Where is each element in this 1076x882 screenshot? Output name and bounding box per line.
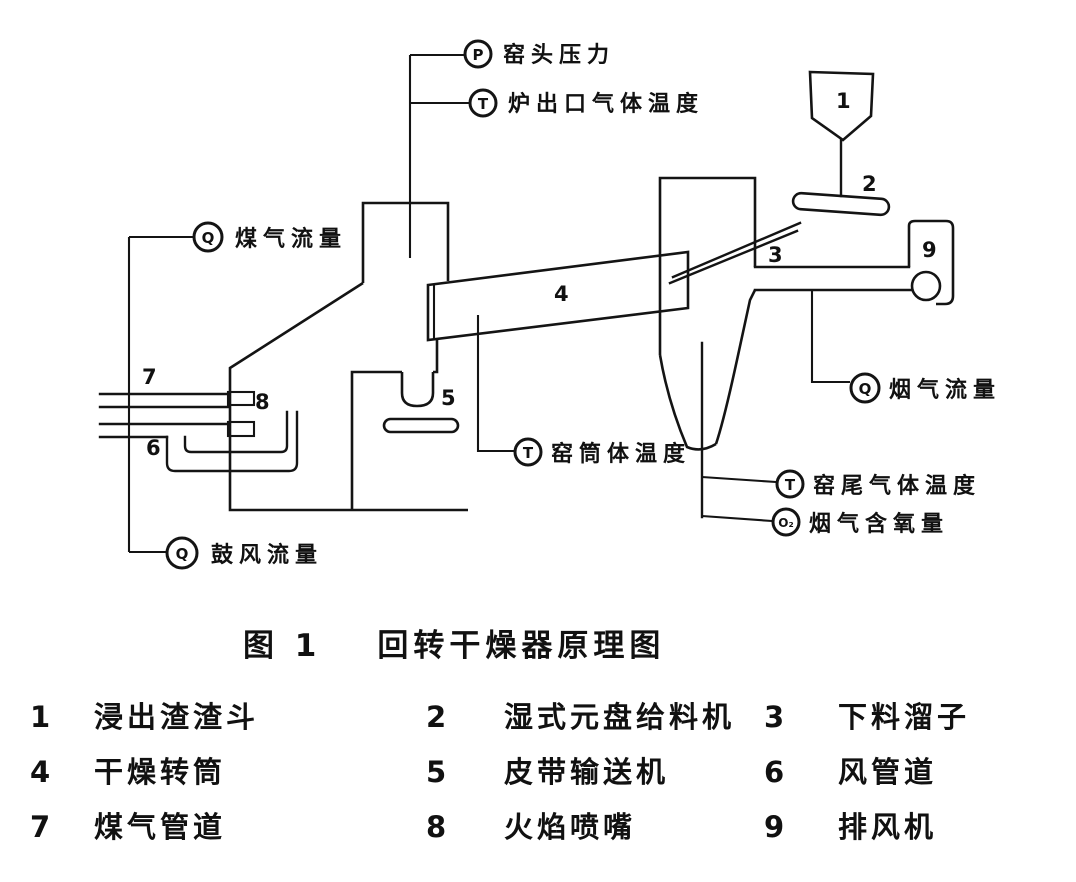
part-number-mark: 6	[146, 436, 161, 460]
part-number-mark: 9	[922, 238, 937, 262]
legend-part-label: 下料溜子	[838, 700, 971, 734]
instrument-circle-t	[775, 469, 805, 499]
gas-pipe-lines	[98, 392, 230, 409]
instrument-label: 窑头压力	[503, 42, 615, 68]
flame-nozzle-shape	[226, 390, 256, 438]
part-number-mark: 3	[768, 243, 783, 267]
legend-part-label: 湿式元盘给料机	[504, 700, 736, 734]
legend-part-number: 3	[764, 700, 785, 734]
part-number-mark: 7	[142, 365, 157, 389]
legend-part-number: 8	[426, 810, 447, 844]
instrument-symbol: O₂	[778, 516, 793, 530]
air-duct-lines	[98, 410, 299, 473]
instrument-label: 窑尾气体温度	[813, 473, 981, 499]
instrument-symbol: Q	[202, 229, 215, 247]
flue-duct-lines	[753, 265, 914, 292]
instrument-symbol: T	[785, 476, 796, 494]
part-number-mark: 1	[836, 89, 851, 113]
legend-part-number: 2	[426, 700, 447, 734]
instrument-symbol: Q	[859, 380, 872, 398]
cyclone-shape	[658, 176, 757, 519]
instrument-label: 烟气流量	[889, 377, 1001, 403]
instrument-label: 烟气含氧量	[809, 511, 949, 537]
legend-part-label: 皮带输送机	[504, 755, 670, 789]
part-number-mark: 4	[554, 282, 569, 306]
instrument-circle-q	[165, 536, 199, 570]
part-number-marks: 1 2 3 4 5 6 7 8 9	[142, 89, 937, 460]
rotary-drum-shape	[426, 250, 690, 342]
instrument-symbol: Q	[176, 545, 189, 563]
instrument-circle-q	[192, 221, 224, 253]
instrument-circle-t	[468, 88, 498, 118]
legend-part-number: 6	[764, 755, 785, 789]
part-number-mark: 8	[255, 390, 270, 414]
legend-part-label: 排风机	[838, 810, 938, 844]
instrument-circle-o2	[771, 507, 801, 537]
instrument-furnace-outlet-gas-temp: T 炉出口气体温度	[410, 88, 704, 118]
instrument-gas-flow: Q 煤气流量	[127, 221, 347, 552]
instrument-flue-gas-flow: Q 烟气流量	[810, 290, 1001, 404]
instrument-label: 鼓风流量	[211, 542, 323, 568]
instrument-drum-shell-temp: T 窑筒体温度	[476, 315, 691, 467]
figure-caption-number: 图 1	[243, 628, 322, 664]
instrument-symbol: P	[473, 46, 484, 64]
legend-part-number: 1	[30, 700, 51, 734]
instrument-circle-t	[513, 437, 543, 467]
legend-part-number: 9	[764, 810, 785, 844]
legend-part-label: 浸出渣渣斗	[94, 700, 260, 734]
instrument-circle-q	[849, 372, 881, 404]
instrument-symbol: T	[523, 444, 534, 462]
figure-caption-title: 回转干燥器原理图	[377, 628, 666, 664]
instrument-blast-flow: Q 鼓风流量	[129, 536, 323, 570]
instrument-label: 窑筒体温度	[551, 441, 691, 467]
instrument-kiln-head-pressure: P 窑头压力	[408, 39, 615, 258]
legend-part-label: 风管道	[838, 755, 938, 789]
part-number-mark: 2	[862, 172, 877, 196]
legend-part-number: 5	[426, 755, 447, 789]
legend-row: 4 干燥转筒 5 皮带输送机 6 风管道	[30, 749, 1050, 804]
legend-part-number: 7	[30, 810, 51, 844]
instrument-label: 煤气流量	[235, 226, 347, 252]
legend-part-number: 4	[30, 755, 51, 789]
legend-part-label: 干燥转筒	[94, 755, 227, 789]
instrument-circle-p	[463, 39, 493, 69]
legend-row: 1 浸出渣渣斗 2 湿式元盘给料机 3 下料溜子	[30, 694, 1050, 749]
belt-conveyor-shape	[382, 417, 460, 434]
instrument-label: 炉出口气体温度	[508, 91, 704, 117]
legend-part-label: 火焰喷嘴	[504, 810, 637, 844]
furnace-shape	[228, 201, 468, 512]
legend-row: 7 煤气管道 8 火焰喷嘴 9 排风机	[30, 804, 1050, 859]
feed-chute-lines	[668, 221, 802, 285]
disc-feeder-shape	[791, 191, 891, 217]
instrument-symbol: T	[478, 95, 489, 113]
schematic-svg: P 窑头压力 T 炉出口气体温度 Q 煤气流量 Q 鼓风流量	[98, 39, 1001, 570]
hopper-shape	[808, 70, 875, 198]
parts-legend: 1 浸出渣渣斗 2 湿式元盘给料机 3 下料溜子 4 干燥转筒 5 皮带输送机 …	[30, 694, 1050, 859]
part-number-mark: 5	[441, 386, 456, 410]
instrument-flue-gas-oxygen: O₂ 烟气含氧量	[701, 507, 949, 537]
figure-caption: 图 1 回转干燥器原理图	[243, 620, 665, 665]
instrument-kiln-tail-gas-temp: T 窑尾气体温度	[701, 469, 981, 499]
exhaust-fan-shape	[907, 219, 955, 306]
legend-part-label: 煤气管道	[94, 810, 227, 844]
